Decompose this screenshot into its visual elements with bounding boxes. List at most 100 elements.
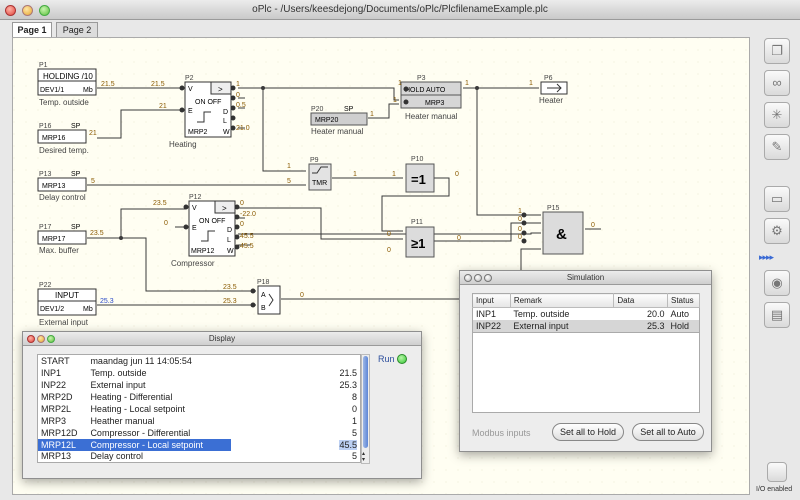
close-window-button[interactable] <box>5 5 16 16</box>
block-p15[interactable]: P15 & <box>521 205 584 255</box>
block-p6[interactable]: P6 Heater <box>539 75 568 105</box>
column-header[interactable]: Input <box>472 293 511 308</box>
edit-icon: ✎ <box>771 139 783 154</box>
set-all-auto-button[interactable]: Set all to Auto <box>632 423 704 441</box>
block-p20[interactable]: P20 SP MRP20 Heater manual <box>310 106 368 136</box>
block-p11[interactable]: P11 ≥1 <box>405 219 435 258</box>
column-header[interactable]: Remark <box>510 293 615 308</box>
wire-value: 0 <box>457 235 461 242</box>
minimize-window-button[interactable] <box>37 335 45 343</box>
block-name: ≥1 <box>411 236 425 251</box>
block-p10[interactable]: P10 =1 <box>405 156 435 193</box>
wire-value: 23.5 <box>153 200 167 207</box>
more-arrows-icon[interactable]: ▸▸▸▸ <box>759 252 774 262</box>
pin-label: D <box>227 227 232 234</box>
block-id: P22 <box>39 282 52 289</box>
block-p2[interactable]: P2 > V E ON OFF D L W MRP2 Heating <box>169 75 236 149</box>
block-p12[interactable]: P12 > V E ON OFF D L W MRP12 Compressor <box>171 194 240 268</box>
table-row[interactable]: INP1 Temp. outside 20.0 Auto <box>473 308 700 321</box>
cell-desc: Heating - Local setpoint <box>90 403 185 414</box>
block-pin: SP <box>71 224 81 231</box>
output-arrow-icon <box>547 83 562 93</box>
tool-multiply-button[interactable]: ✳ <box>764 102 790 128</box>
block-caption: Temp. outside <box>39 98 89 107</box>
cell-data[interactable]: 25.3 <box>613 320 668 333</box>
block-p17[interactable]: P17 SP MRP17 Max. buffer <box>37 224 87 255</box>
tool-document-button[interactable]: ▤ <box>764 302 790 328</box>
tab-page-2[interactable]: Page 2 <box>56 22 98 38</box>
tool-disk-button[interactable]: ◉ <box>764 270 790 296</box>
block-p3[interactable]: P3 HOLD AUTO MRP3 Heater manual <box>400 75 462 121</box>
scrollbar-thumb[interactable] <box>363 356 368 448</box>
zoom-window-button[interactable] <box>47 335 55 343</box>
block-pin: SP <box>344 106 354 113</box>
tool-edit-button[interactable]: ✎ <box>764 134 790 160</box>
block-id: P15 <box>547 205 560 212</box>
block-id: P11 <box>411 219 423 226</box>
column-header[interactable]: Data <box>613 293 668 308</box>
block-caption: Compressor <box>171 259 215 268</box>
hysteresis-icon <box>197 111 211 123</box>
simulation-table: Input Remark Data Status INP1 Temp. outs… <box>472 293 700 333</box>
cell-desc: Compressor - Local setpoint <box>87 438 232 451</box>
zoom-window-button[interactable] <box>38 5 50 16</box>
cell-desc: Heating - Differential <box>90 391 173 402</box>
cell-desc: Delay control <box>90 451 143 462</box>
tool-link-button[interactable]: ∞ <box>764 70 790 96</box>
wire <box>381 177 450 232</box>
cell-value: 0 <box>351 403 357 414</box>
wire-value: 1 <box>398 80 402 87</box>
wire-value: 21 <box>89 130 97 137</box>
tool-copy-button[interactable]: ❐ <box>764 38 790 64</box>
cell-status[interactable]: Hold <box>667 320 700 333</box>
minimize-window-button[interactable] <box>474 274 482 282</box>
tool-settings-button[interactable]: ⚙ <box>764 218 790 244</box>
block-id: P9 <box>310 157 319 164</box>
block-p1[interactable]: P1 HOLDING /10 DEV1/1 Mb Temp. outside <box>37 62 97 107</box>
set-all-hold-button[interactable]: Set all to Hold <box>552 423 624 441</box>
wire-value: 1 <box>529 80 533 87</box>
tool-window-button[interactable]: ▭ <box>764 186 790 212</box>
wire-value: 0 <box>591 222 595 229</box>
block-p18[interactable]: P18 A B <box>250 279 281 315</box>
block-p22[interactable]: P22 INPUT DEV1/2 Mb External input <box>37 282 97 327</box>
column-header[interactable]: Status <box>667 293 700 308</box>
close-window-button[interactable] <box>27 335 35 343</box>
cell-data[interactable]: 20.0 <box>646 309 665 319</box>
minimize-window-button[interactable] <box>21 5 33 16</box>
pin-label: V <box>188 86 193 93</box>
wire <box>97 109 181 139</box>
tab-page-1[interactable]: Page 1 <box>12 22 52 38</box>
block-p16[interactable]: P16 SP MRP16 Desired temp. <box>37 123 89 155</box>
scroll-arrows-icon[interactable]: ▴▾ <box>362 451 366 463</box>
close-window-button[interactable] <box>464 274 472 282</box>
wire-value: 21 <box>159 103 167 110</box>
block-name: MRP12 <box>191 248 214 255</box>
simulation-window[interactable]: Simulation Input Remark Data Status INP1… <box>459 270 712 452</box>
block-name: INPUT <box>55 291 79 300</box>
block-p13[interactable]: P13 SP MRP13 Delay control <box>37 171 87 202</box>
display-scrollbar[interactable]: ▴▾ <box>361 354 370 464</box>
value-edit-field[interactable]: 45.5 <box>339 439 357 450</box>
cell-status[interactable]: Auto <box>670 309 690 319</box>
block-caption: Heater manual <box>405 112 458 121</box>
tool-palette: ❐ ∞ ✳ ✎ ▭ ⚙ ▸▸▸▸ ◉ ▤ I/O enabled <box>755 30 800 500</box>
cell-value: 21.5 <box>339 367 357 378</box>
table-row[interactable]: INP22 External input 25.3 Hold <box>472 320 700 333</box>
io-enable-checkbox[interactable] <box>767 462 787 482</box>
copy-icon: ❐ <box>771 43 783 58</box>
zoom-window-button[interactable] <box>484 274 492 282</box>
wire-value: 21.0 <box>236 125 250 132</box>
block-p9[interactable]: P9 TMR <box>308 157 332 191</box>
wire-value: 0 <box>518 234 522 241</box>
